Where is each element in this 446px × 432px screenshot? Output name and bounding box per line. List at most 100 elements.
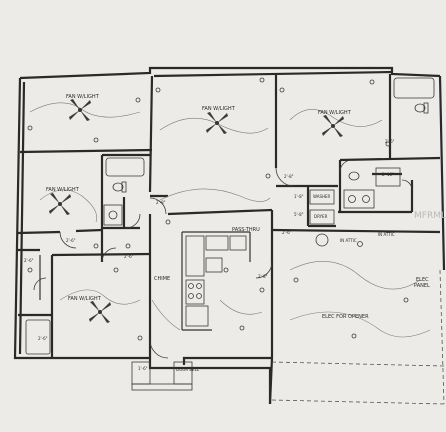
door-swing: [339, 159, 353, 173]
labels: FAN W/LIGHT FAN W/LIGHT FAN W/LIGHT FAN …: [24, 94, 430, 372]
elec-panel-label-2: PANEL: [414, 283, 430, 289]
toilet-hall: [112, 182, 124, 192]
outlet-symbol: [351, 333, 357, 339]
fan-label-bedroom-3: FAN W/LIGHT: [68, 296, 102, 302]
outlet-symbol: [223, 267, 229, 273]
dimension-2-6-master: 2'-6": [385, 139, 395, 144]
outlet-symbol: [357, 241, 363, 247]
sink-hall: [108, 210, 118, 220]
door-swing: [33, 277, 47, 291]
bathtub-master: [393, 77, 435, 99]
door-swings: [33, 159, 413, 359]
outlet-symbol: [239, 325, 245, 331]
closet-shelf: [25, 319, 51, 355]
kitchen-counter-left: [185, 235, 205, 277]
in-attic-label-1: IN ATTIC: [378, 232, 395, 237]
ceiling-fan-master: [322, 115, 344, 137]
in-attic-label-2: IN ATTIC: [340, 238, 357, 243]
outlet-symbol: [27, 125, 33, 131]
door-bell-label: DOOR BELL: [176, 367, 200, 372]
electrical-symbols: [27, 77, 409, 341]
fixtures: [25, 77, 435, 391]
dimension-2-6-closet: 2'-6": [24, 258, 34, 263]
range: [185, 279, 205, 305]
dimension-2-6-laundry: 2'-6": [282, 230, 292, 235]
bathtub-hall: [105, 157, 145, 177]
interior-walls: [17, 74, 441, 358]
outlet-symbol: [93, 243, 99, 249]
vanity-hall: [103, 204, 123, 226]
dimension-2-6-bedroom-3: 2'-6": [38, 336, 48, 341]
kitchen-island: [205, 257, 223, 273]
ceiling-fan-living: [206, 112, 228, 134]
pass-thru-label: PASS-THRU: [232, 227, 260, 233]
dryer-box: [309, 209, 335, 225]
ceiling-fan-bedroom-3: [89, 301, 111, 323]
door-swing: [401, 179, 413, 191]
outlet-symbol: [135, 97, 141, 103]
chime-label: CHIME: [154, 276, 170, 282]
sink-master-1: [348, 195, 356, 203]
dimension-2-6-bedroom-2: 2'-6": [66, 238, 76, 243]
water-heater: [315, 233, 329, 247]
fan-label-living: FAN W/LIGHT: [202, 106, 236, 112]
kitchen-sink: [205, 235, 229, 251]
sink-master-2: [362, 195, 370, 203]
burner-2: [196, 283, 202, 289]
outlet-symbol: [403, 297, 409, 303]
washer-box: [309, 189, 335, 205]
outlet-symbol: [259, 287, 265, 293]
dimension-2-8-garage: 2'-8": [258, 274, 268, 279]
ceiling-fan-bedroom-2: [49, 193, 71, 215]
burner-4: [196, 293, 202, 299]
outlet-symbol: [259, 77, 265, 83]
outlet-symbol: [93, 137, 99, 143]
elec-panel-label-1: ELEC: [416, 277, 429, 283]
watermark: MFRMLS: [414, 211, 446, 221]
electrical-wiring: [29, 102, 431, 338]
dimension-1-6: 1'-6": [138, 366, 148, 371]
front-step: [131, 383, 193, 391]
outlet-symbol: [265, 173, 271, 179]
burner-3: [188, 293, 194, 299]
door-swing: [149, 339, 169, 359]
dimension-2-10: 2'-10": [382, 172, 394, 177]
vanity-master: [343, 189, 375, 209]
toilet-master-2: [348, 171, 360, 181]
dimension-2-6-bath: 2'-6": [124, 254, 134, 259]
dimension-2-8-hall: 2'-8": [156, 200, 166, 205]
outlet-symbol: [293, 277, 299, 283]
refrigerator: [185, 305, 209, 327]
toilet-tank-hall: [121, 181, 127, 193]
outlet-symbol: [155, 87, 161, 93]
dryer-label: DRYER: [314, 214, 328, 219]
toilet-master: [414, 103, 426, 113]
fan-label-bedroom-1: FAN W/LIGHT: [66, 94, 100, 100]
door-swing: [149, 197, 167, 215]
outlet-symbol: [113, 267, 119, 273]
outlet-symbol: [385, 141, 391, 147]
outlet-symbol: [279, 87, 285, 93]
burner-1: [188, 283, 194, 289]
door-swing: [125, 213, 141, 229]
ceiling-fan-bedroom-1: [69, 99, 91, 121]
dimension-2-8-master: 2'-8": [284, 174, 294, 179]
fan-label-master: FAN W/LIGHT: [318, 110, 352, 116]
dishwasher: [229, 235, 247, 251]
washer-label: WASHER: [313, 194, 331, 199]
door-swing: [101, 247, 117, 263]
garage-outline: [271, 269, 445, 405]
toilet-tank-master: [423, 102, 429, 114]
door-swing: [59, 231, 77, 249]
outlet-symbol: [165, 219, 171, 225]
outlet-symbol: [137, 335, 143, 341]
fan-label-bedroom-2: FAN W/LIGHT: [46, 187, 80, 193]
door-swing: [255, 261, 273, 279]
outlet-symbol: [369, 79, 375, 85]
dimension-1-8: 1'-8": [294, 194, 304, 199]
elec-for-opener-label: ELEC FOR OPENER: [322, 314, 369, 320]
exterior-walls: [13, 66, 446, 405]
outlet-symbol: [27, 267, 33, 273]
